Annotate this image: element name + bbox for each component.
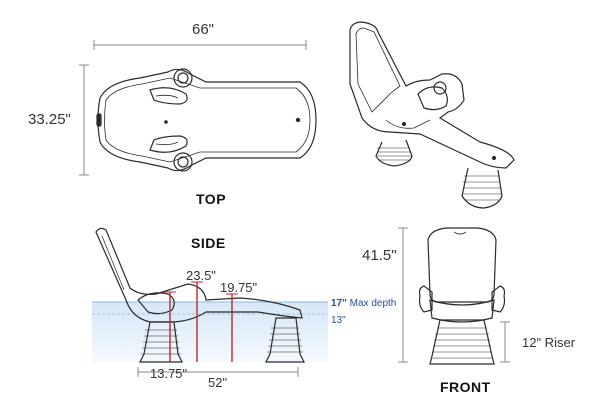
max-depth-label: 17" Max depth: [331, 299, 396, 309]
water-area: [92, 302, 328, 362]
front-view-title: FRONT: [440, 379, 491, 395]
top-view-drawing: [79, 40, 317, 176]
max-depth-value: 17": [331, 298, 347, 309]
isometric-view-drawing: [349, 21, 515, 209]
side-view-title: SIDE: [191, 235, 226, 251]
side-dim-d-label: 52": [208, 375, 228, 390]
side-dim-c-label: 13.75": [150, 366, 188, 381]
riser-label: 12" Riser: [522, 335, 576, 350]
top-view-title: TOP: [196, 191, 227, 207]
front-height-label: 41.5": [362, 247, 397, 264]
side-view-drawing: [92, 227, 328, 377]
side-dim-b-label: 19.75": [220, 280, 258, 295]
side-dim-a-label: 23.5": [186, 268, 216, 283]
top-width-label: 66": [192, 21, 215, 38]
front-view-drawing: [398, 227, 510, 365]
top-height-label: 33.25": [28, 111, 71, 128]
min-depth-label: 13": [331, 315, 346, 326]
max-depth-text: Max depth: [349, 298, 397, 309]
